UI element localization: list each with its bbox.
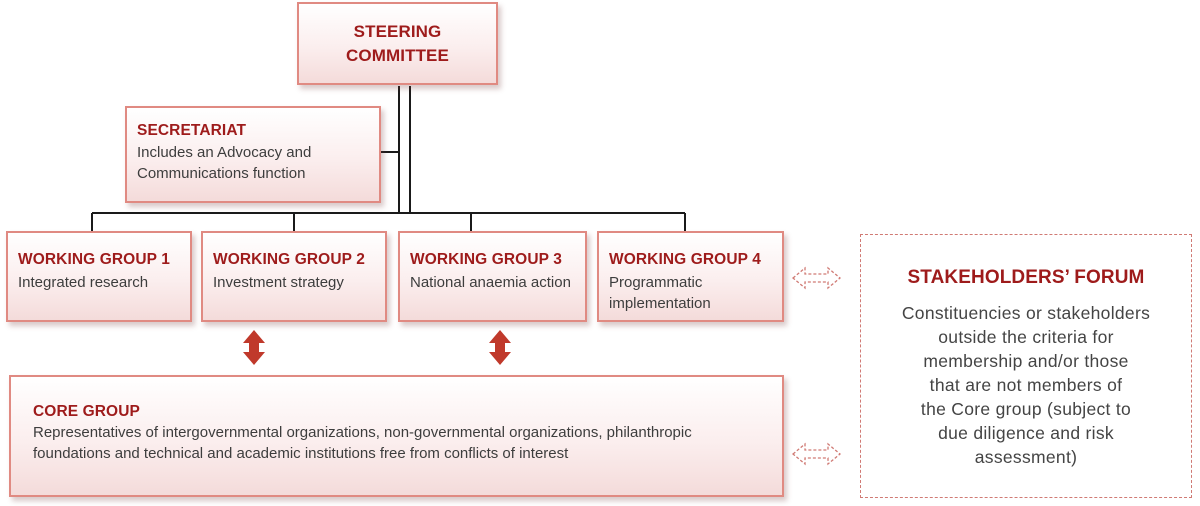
secretariat-box: SECRETARIAT Includes an Advocacy and Com… <box>125 106 381 203</box>
double-arrow-icon <box>243 330 265 365</box>
forum-desc-line: due diligence and risk <box>938 423 1114 443</box>
steering-committee-title: STEERING COMMITTEE <box>346 20 449 68</box>
forum-desc-line: the Core group (subject to <box>920 399 1132 419</box>
working-group-4-box: WORKING GROUP 4 Programmatic implementat… <box>597 231 784 322</box>
dashed-double-arrow-icon <box>791 442 842 466</box>
steering-title-line1: STEERING <box>353 21 442 41</box>
stakeholders-forum-box: STAKEHOLDERS’ FORUM Constituencies or st… <box>860 234 1192 498</box>
working-group-1-desc: Integrated research <box>18 274 149 291</box>
stakeholders-forum-title: STAKEHOLDERS’ FORUM <box>907 267 1145 288</box>
forum-desc-line: membership and/or those <box>923 351 1129 371</box>
working-group-4-desc-line2: implementation <box>609 295 711 312</box>
forum-desc-line: that are not members of <box>929 375 1123 395</box>
forum-desc-line: Constituencies or stakeholders <box>901 303 1151 323</box>
core-group-title: CORE GROUP <box>33 403 140 420</box>
secretariat-desc-line2: Communications function <box>137 165 306 182</box>
working-group-4-desc-line1: Programmatic <box>609 274 703 291</box>
working-group-2-box: WORKING GROUP 2 Investment strategy <box>201 231 387 322</box>
steering-committee-box: STEERING COMMITTEE <box>297 2 498 85</box>
working-group-1-title: WORKING GROUP 1 <box>18 251 170 268</box>
working-group-3-desc: National anaemia action <box>410 274 571 291</box>
working-group-3-box: WORKING GROUP 3 National anaemia action <box>398 231 587 322</box>
working-group-1-box: WORKING GROUP 1 Integrated research <box>6 231 192 322</box>
double-arrow-icon <box>489 330 511 365</box>
secretariat-desc-line1: Includes an Advocacy and <box>137 144 312 161</box>
secretariat-title: SECRETARIAT <box>137 122 247 139</box>
working-group-3-title: WORKING GROUP 3 <box>410 251 562 268</box>
forum-desc-line: assessment) <box>974 447 1078 467</box>
core-group-desc-line2: foundations and technical and academic i… <box>33 445 569 462</box>
working-group-4-title: WORKING GROUP 4 <box>609 251 761 268</box>
steering-title-line2: COMMITTEE <box>346 45 449 65</box>
forum-desc-line: outside the criteria for <box>938 327 1114 347</box>
core-group-box: CORE GROUP Representatives of intergover… <box>9 375 784 497</box>
dashed-double-arrow-icon <box>791 266 842 290</box>
working-group-2-title: WORKING GROUP 2 <box>213 251 365 268</box>
core-group-desc-line1: Representatives of intergovernmental org… <box>33 424 692 441</box>
working-group-2-desc: Investment strategy <box>213 274 344 291</box>
